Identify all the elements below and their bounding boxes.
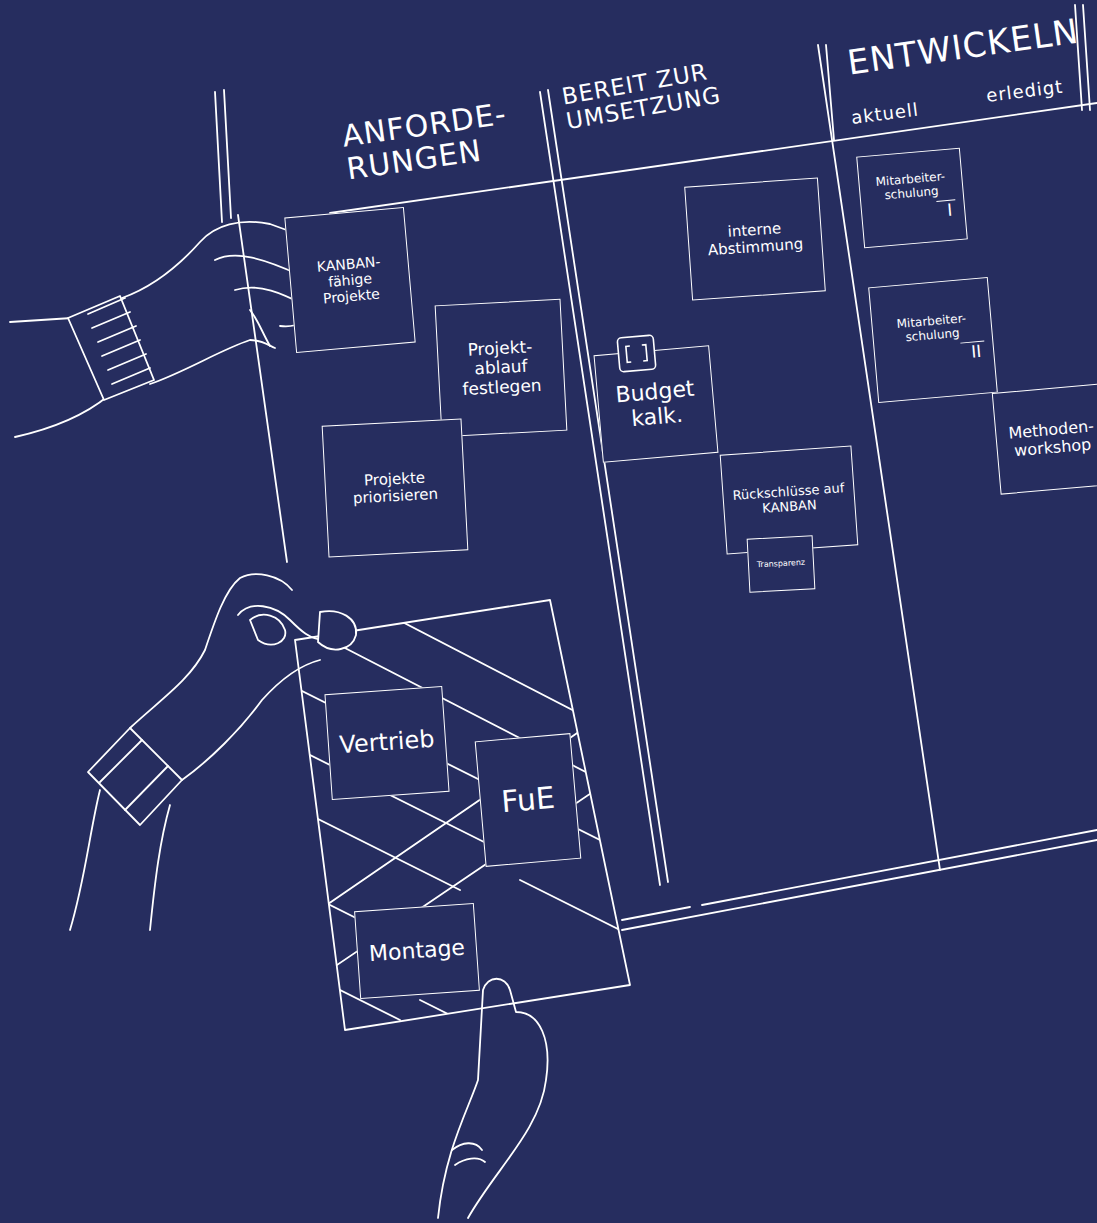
note-text: KANBAN- fähige Projekte (297, 252, 403, 309)
board-lines (215, 5, 1097, 930)
line-stroke (15, 396, 108, 437)
sticky-note: FuE (475, 733, 582, 867)
line-stroke (130, 574, 292, 728)
line-stroke (10, 318, 72, 322)
line-stroke (617, 335, 656, 372)
sticky-note: Methoden- workshop (992, 383, 1097, 494)
note-text: Budget kalk. (605, 375, 707, 434)
note-text: interne Abstimmung (696, 218, 814, 261)
sticky-note: interne Abstimmung (684, 177, 826, 300)
sticky-note: Transparenz (747, 535, 816, 592)
line-stroke (280, 600, 640, 1020)
note-text: Transparenz (757, 558, 806, 570)
line-stroke (150, 805, 170, 930)
line-stroke (622, 840, 1097, 930)
line-stroke (626, 345, 647, 363)
line-stroke (310, 630, 640, 800)
sticky-note: Projekt- ablauf festlegen (435, 299, 568, 437)
line-stroke (68, 296, 154, 400)
line-stroke (622, 830, 1097, 920)
line-stroke (122, 222, 292, 298)
note-text: Vertrieb (339, 726, 436, 760)
sticky-note: KANBAN- fähige Projekte (284, 207, 415, 353)
line-stroke (182, 660, 320, 780)
line-stroke (438, 979, 548, 1218)
column-header: ENTWICKELN (845, 13, 1078, 82)
sticky-note: Budget kalk. (594, 345, 719, 463)
line-stroke (318, 611, 356, 649)
sub-header: aktuell (850, 96, 952, 128)
magnet-icon (615, 333, 660, 377)
note-text: Mitarbeiter- schulung (880, 311, 984, 347)
note-text: Rückschlüsse auf KANBAN (731, 481, 847, 519)
line-stroke (250, 310, 270, 346)
sub-header: erledigt (985, 74, 1087, 106)
line-stroke (452, 1143, 485, 1165)
paper-sheet (280, 600, 640, 1030)
hand-top (10, 222, 307, 437)
line-stroke (100, 740, 168, 810)
sticky-note: Mitarbeiter- schulungI (856, 148, 968, 249)
column-header: ANFORDE- RUNGEN (340, 96, 518, 185)
sticky-note: Projekte priorisieren (322, 418, 469, 557)
line-stroke (150, 340, 275, 384)
roman-numeral: II (960, 340, 986, 363)
line-stroke (826, 45, 834, 140)
line-stroke (280, 680, 640, 860)
note-text: Projekte priorisieren (333, 468, 457, 509)
line-stroke (224, 90, 231, 218)
line-stroke (70, 790, 100, 930)
line-stroke (88, 298, 150, 384)
line-stroke (1083, 5, 1090, 110)
column-header: BEREIT ZUR UMSETZUNG (560, 49, 776, 135)
line-stroke (420, 1000, 460, 1020)
sticky-note: Vertrieb (324, 686, 449, 800)
line-stroke (250, 615, 285, 645)
line-stroke (215, 92, 222, 222)
note-text: FuE (500, 780, 556, 819)
hand-bottom (438, 979, 548, 1218)
sticky-note: Mitarbeiter- schulungII (868, 277, 998, 403)
sticky-note: Montage (354, 903, 480, 999)
roman-numeral: I (936, 199, 957, 221)
hand-left (70, 574, 356, 930)
line-stroke (520, 880, 640, 940)
note-text: Montage (368, 935, 466, 967)
line-stroke (280, 800, 460, 890)
line-stroke (1075, 5, 1082, 110)
note-text: Methoden- workshop (1004, 417, 1097, 462)
line-stroke (88, 728, 182, 825)
line-stroke (295, 600, 630, 1030)
note-text: Projekt- ablauf festlegen (446, 336, 557, 400)
